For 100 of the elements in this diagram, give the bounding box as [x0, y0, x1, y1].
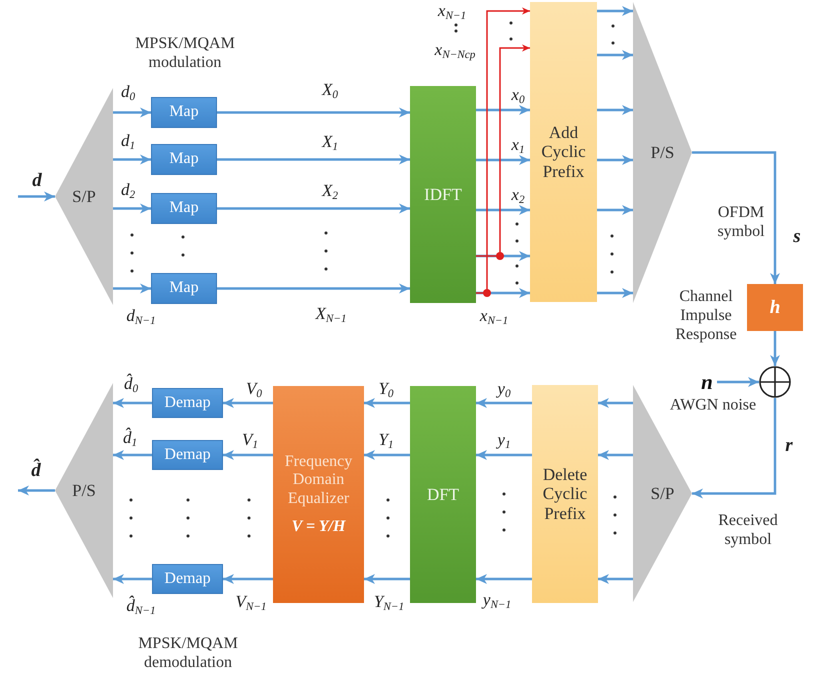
edge-label: r	[785, 436, 793, 456]
edge-label: Y$_{1}$	[378, 431, 394, 449]
arrow	[476, 7, 530, 294]
edge-label: d̂$_{1}$	[122, 429, 138, 447]
edge-label: d	[32, 171, 42, 191]
process-block	[152, 440, 223, 470]
arrow	[598, 574, 633, 584]
process-block	[151, 193, 217, 224]
arrow	[364, 450, 410, 460]
arrow	[223, 450, 273, 460]
edge-label: Y$_{0}$	[378, 380, 394, 398]
edge-label: y$_{0}$	[497, 380, 511, 398]
arrow	[113, 398, 152, 408]
block-label: Map	[169, 150, 199, 169]
arrow	[597, 6, 633, 16]
process-block	[273, 386, 364, 603]
caption: Received symbol	[718, 510, 778, 550]
arrow	[217, 284, 410, 294]
edge-label: X$_{0}$	[322, 81, 338, 99]
arrow	[113, 154, 151, 164]
arrow	[217, 154, 410, 164]
edge-label: x$_{2}$	[511, 186, 525, 204]
arrow	[18, 192, 55, 202]
edge-label: d̂$_{0}$	[124, 375, 138, 393]
converter-triangle	[55, 383, 113, 598]
arrow	[18, 486, 55, 496]
arrow	[597, 105, 633, 115]
process-block	[152, 564, 223, 594]
block-label: h	[770, 296, 780, 318]
edge-label: d̂	[31, 461, 41, 481]
block-label: Add Cyclic Prefix	[541, 122, 586, 182]
process-block	[747, 284, 803, 331]
edge-label: x$_{N−1}$	[438, 2, 466, 20]
arrow	[476, 288, 530, 298]
signal-label: n	[697, 369, 717, 395]
formula: V = Y/H	[292, 518, 346, 536]
arrow	[476, 205, 530, 215]
arrow	[476, 574, 532, 584]
arrow	[217, 108, 410, 118]
block-label: Map	[169, 279, 199, 298]
process-block	[152, 388, 223, 418]
converter-triangle	[55, 88, 113, 305]
arrow	[770, 331, 780, 366]
edge-label: x$_{N−1}$	[480, 307, 508, 325]
arrow	[598, 450, 633, 460]
arrow	[597, 155, 633, 165]
edge-label: x$_{0}$	[511, 86, 525, 104]
process-block	[530, 2, 597, 302]
edge-label: X$_{2}$	[322, 182, 338, 200]
edge-label: x$_{1}$	[511, 136, 525, 154]
block-label: Map	[169, 199, 199, 218]
edge-label: s	[793, 227, 801, 247]
process-block	[410, 86, 476, 303]
arrow	[217, 204, 410, 214]
arrow	[597, 50, 633, 60]
caption: Channel Impulse Response	[675, 287, 737, 345]
arrow	[692, 151, 780, 284]
block-label: P/S	[650, 142, 674, 162]
block-label: Delete Cyclic Prefix	[542, 464, 588, 524]
caption: MPSK/MQAM demodulation	[138, 634, 238, 672]
caption: OFDM symbol	[717, 202, 765, 242]
edge-label: x$_{N−Ncp}$	[434, 41, 476, 59]
edge-label: V$_{0}$	[246, 380, 262, 398]
edge-label: d$_{1}$	[120, 132, 136, 150]
block-label: S/P	[72, 186, 96, 206]
arrow	[476, 251, 530, 261]
edge-label: d̂$_{N−1}$	[126, 597, 156, 615]
edge-label: Y$_{N−1}$	[374, 593, 404, 611]
block-label: Demap	[164, 570, 211, 588]
process-block	[151, 273, 217, 304]
arrow	[223, 398, 273, 408]
block-label: Demap	[164, 394, 211, 412]
block-label: Demap	[164, 446, 211, 464]
arrow	[717, 377, 759, 387]
arrow	[364, 574, 410, 584]
block-label: P/S	[72, 480, 96, 500]
circled-plus-icon	[759, 366, 791, 398]
arrow	[476, 44, 530, 257]
block-label: S/P	[650, 484, 674, 504]
edge-label: y$_{1}$	[497, 431, 511, 449]
block-label: Frequency Domain Equalizer	[284, 452, 352, 508]
caption: MPSK/MQAM modulation	[135, 34, 235, 72]
process-block	[151, 97, 217, 128]
edge-label: V$_{N−1}$	[235, 593, 267, 611]
arrow	[476, 450, 532, 460]
edge-label: d$_{2}$	[120, 181, 136, 199]
arrow	[113, 284, 151, 294]
arrow	[113, 450, 152, 460]
block-label: Map	[169, 103, 199, 122]
edge-label: d$_{N−1}$	[126, 307, 156, 325]
arrow	[223, 574, 273, 584]
arrow	[597, 288, 633, 298]
arrow	[597, 205, 633, 215]
arrow	[113, 108, 151, 118]
edge-label: y$_{N−1}$	[482, 591, 512, 609]
arrow	[476, 105, 530, 115]
block-label: DFT	[426, 484, 460, 504]
process-block	[151, 144, 217, 175]
arrow	[476, 398, 532, 408]
arrow	[476, 155, 530, 165]
